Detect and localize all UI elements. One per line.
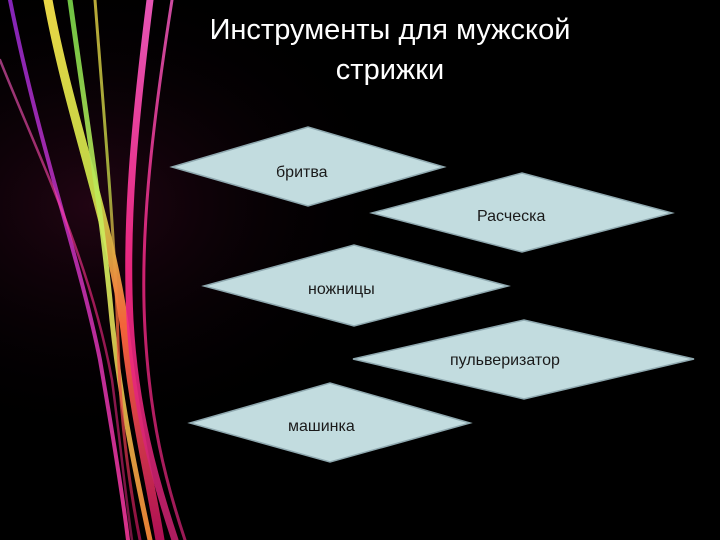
item-label-nozhnitsy: ножницы xyxy=(308,281,375,298)
item-label-rascheska: Расческа xyxy=(477,208,545,225)
slide-title-line-1: Инструменты для мужской xyxy=(209,14,571,46)
item-label-britva: бритва xyxy=(276,164,328,181)
slide-title: Инструменты для мужской стрижки xyxy=(150,10,630,90)
diamond-item-mashinka: машинка xyxy=(187,382,473,463)
slide-title-line-2: стрижки xyxy=(335,54,445,86)
item-label-mashinka: машинка xyxy=(288,418,355,435)
diamond-item-nozhnitsy: ножницы xyxy=(201,244,511,327)
diamond-item-pulverizator: пульверизатор xyxy=(352,319,695,400)
item-label-pulverizator: пульверизатор xyxy=(450,352,560,369)
diamond-item-rascheska: Расческа xyxy=(369,172,675,253)
diamond-item-britva: бритва xyxy=(169,126,447,207)
